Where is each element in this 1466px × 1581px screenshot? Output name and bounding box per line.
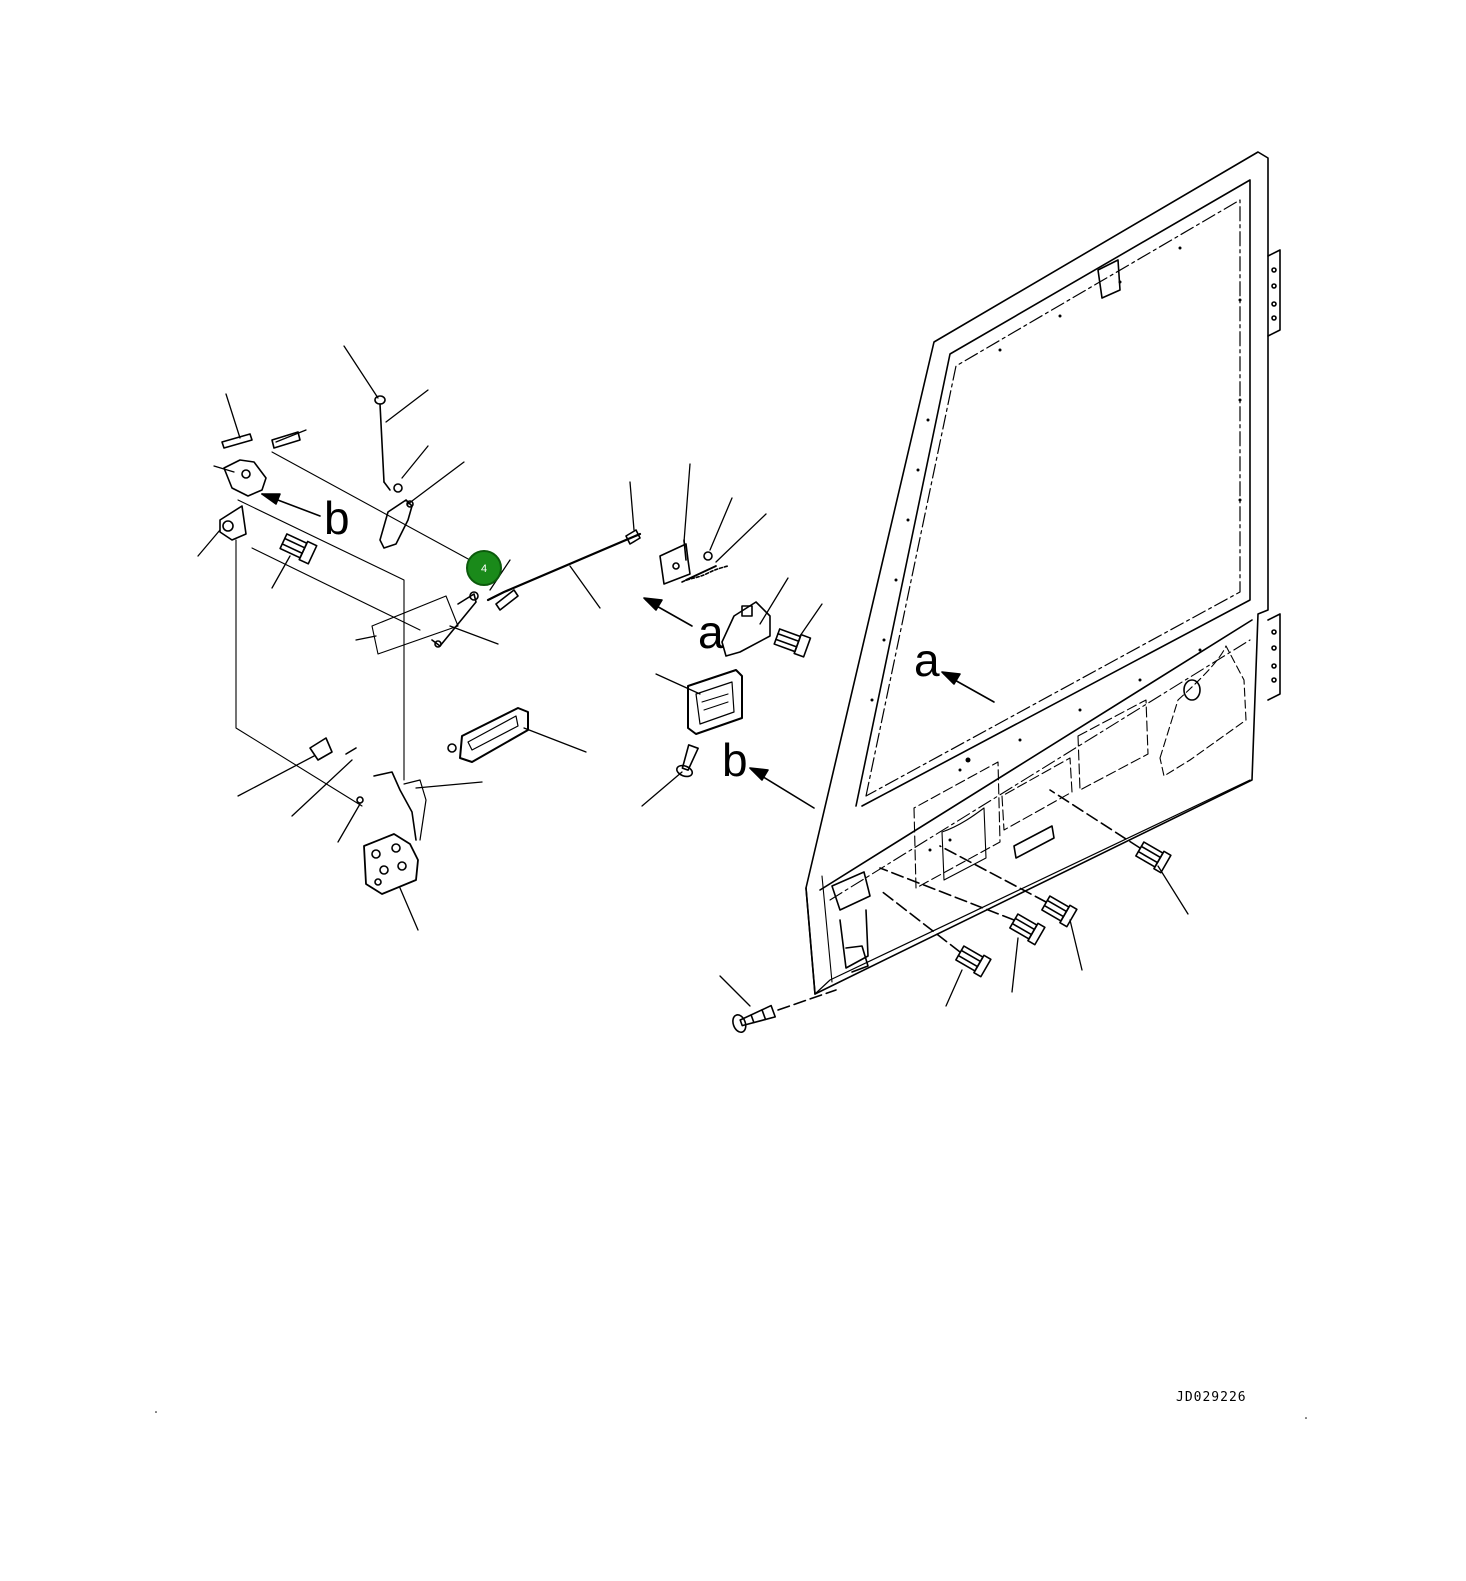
view-label-b-right: b [722, 734, 748, 786]
view-label-b-left: b [324, 492, 350, 544]
frame-bolts [732, 789, 1172, 1034]
callout-number: 4 [481, 563, 487, 575]
corner-dot [155, 1411, 157, 1413]
view-arrows [261, 493, 995, 809]
drawing-code: JD029226 [1176, 1390, 1247, 1405]
view-label-a-left: a [698, 606, 724, 658]
door-frame [805, 151, 1281, 995]
lock-linkage-left [219, 395, 812, 895]
view-label-a-right: a [914, 634, 940, 686]
callout-marker[interactable]: 4 [466, 550, 502, 586]
leader-lines [197, 345, 1189, 1007]
callout-circle[interactable] [466, 550, 502, 586]
corner-dot [1305, 1417, 1307, 1419]
